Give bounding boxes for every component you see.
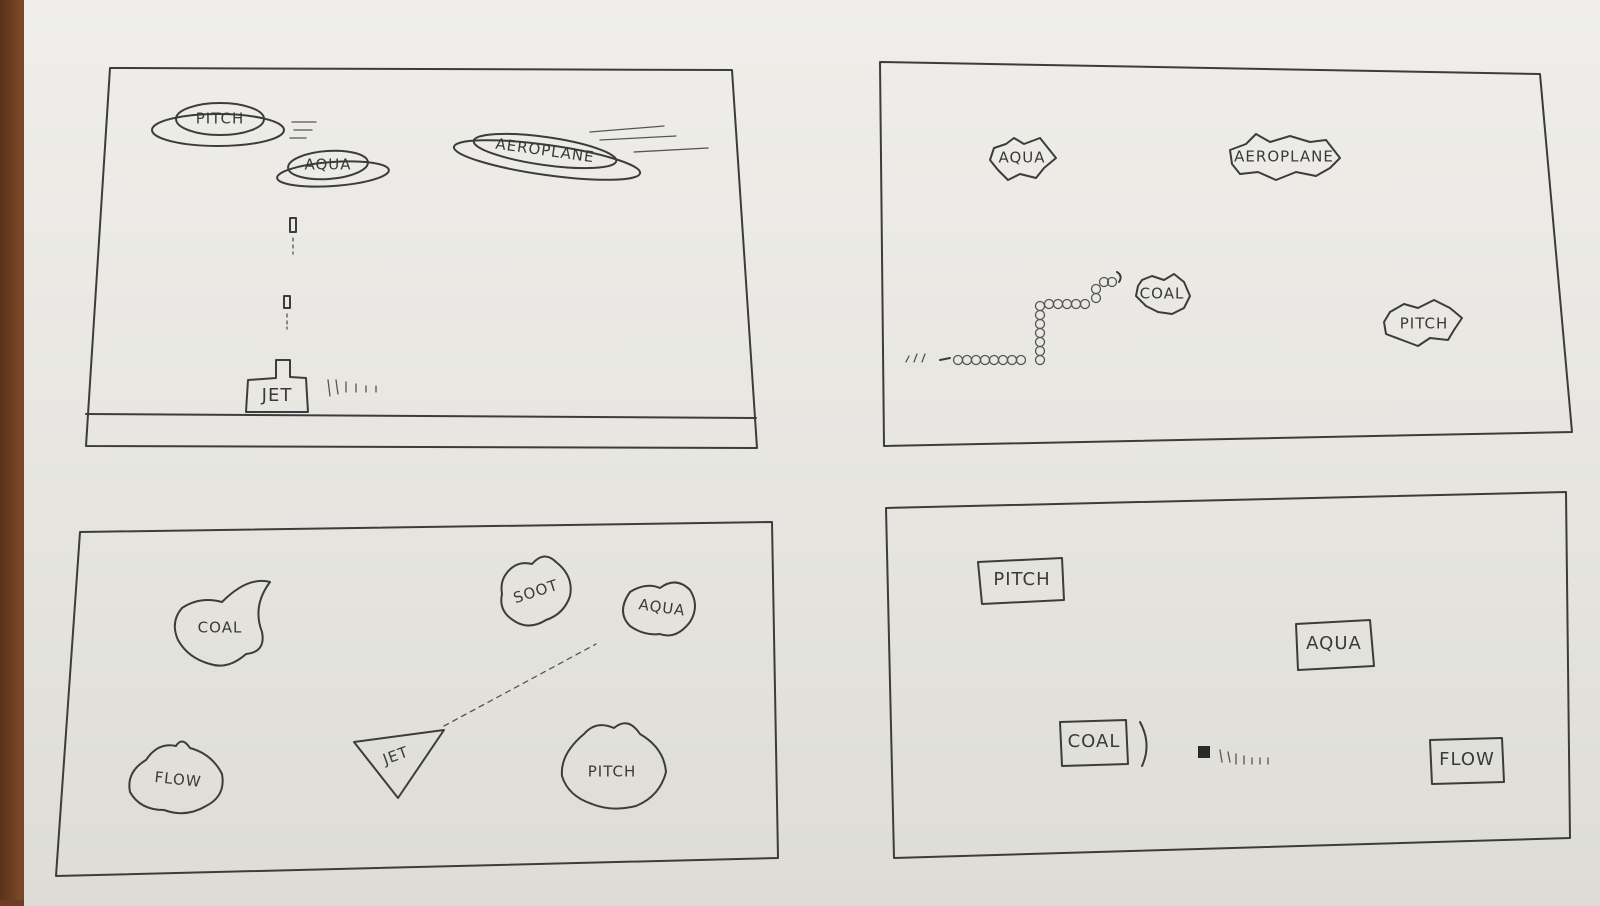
pitch-label: PITCH: [1400, 315, 1449, 333]
aqua-label: AQUA: [638, 595, 687, 619]
coal-label: COAL: [198, 619, 243, 637]
coal-blob: COAL: [173, 580, 271, 667]
jet-label: JET: [261, 385, 293, 406]
pitch-label: PITCH: [196, 110, 245, 128]
coal-box: COAL: [1059, 719, 1148, 767]
soot-label: SOOT: [511, 576, 561, 607]
coal-label: COAL: [1140, 285, 1185, 303]
aqua-box: AQUA: [1295, 619, 1375, 671]
flow-box: FLOW: [1429, 737, 1505, 785]
panel-2-frame: [879, 61, 1573, 447]
panel-4-frame: [885, 491, 1571, 859]
panel-2: AQUA AEROPLANE: [879, 61, 1573, 447]
sketch-paper: [24, 0, 1600, 906]
aeroplane-label: AEROPLANE: [1234, 148, 1334, 166]
projectile: [1198, 746, 1269, 765]
aqua-label: AQUA: [304, 156, 351, 174]
flow-label: FLOW: [154, 768, 203, 791]
pitch-saucer: PITCH: [151, 102, 317, 147]
aqua-burst: AQUA: [989, 137, 1057, 181]
jet-triangle: JET: [353, 729, 445, 799]
aeroplane-burst: AEROPLANE: [1229, 133, 1341, 181]
flow-label: FLOW: [1439, 749, 1495, 770]
pitch-box: PITCH: [977, 557, 1065, 605]
panel-1: PITCH AQUA AEROPLANE JET: [85, 67, 758, 449]
aim-line: [443, 643, 597, 727]
aeroplane-saucer: AEROPLANE: [452, 125, 709, 181]
soot-blob: SOOT: [500, 555, 572, 627]
pitch-label: PITCH: [588, 763, 637, 781]
flow-blob: FLOW: [128, 740, 224, 815]
panel-3-frame: [55, 521, 779, 877]
panel-1-frame: [85, 67, 758, 449]
aqua-blob: AQUA: [622, 581, 696, 637]
pitch-burst: PITCH: [1383, 299, 1463, 347]
pitch-blob: PITCH: [560, 722, 667, 810]
aqua-label: AQUA: [1306, 633, 1362, 654]
jet-label: JET: [380, 743, 412, 769]
snake-chain: [905, 271, 1122, 366]
ground-line: [85, 413, 757, 419]
coal-label: COAL: [1068, 731, 1121, 752]
aqua-label: AQUA: [998, 149, 1045, 167]
panel-3: COAL SOOT AQUA JET FLOW PITCH: [55, 521, 779, 877]
pitch-label: PITCH: [993, 569, 1050, 590]
jet-turret: JET: [245, 359, 377, 413]
aeroplane-label: AEROPLANE: [494, 135, 595, 167]
bullet-drops: [283, 217, 297, 330]
aqua-saucer: AQUA: [276, 149, 390, 188]
coal-burst: COAL: [1135, 273, 1191, 315]
panel-4: PITCH AQUA COAL FLOW: [885, 491, 1571, 859]
